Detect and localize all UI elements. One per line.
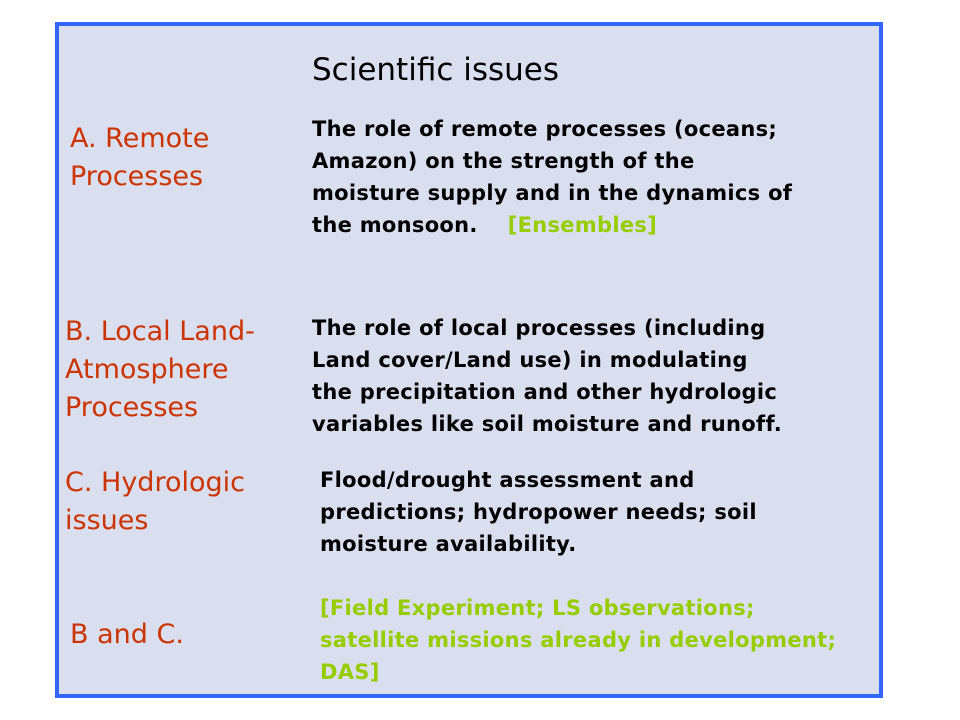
text-line: the precipitation and other hydrologic [312, 380, 778, 404]
section-c-label: C. Hydrologic issues [65, 464, 245, 540]
label-line: Atmosphere [65, 354, 229, 385]
section-b-label: B. Local Land- Atmosphere Processes [65, 313, 255, 427]
text-line: Amazon) on the strength of the [312, 149, 695, 173]
text-line: satellite missions already in developmen… [320, 628, 837, 652]
text-line: moisture availability. [320, 532, 577, 556]
text-line: the monsoon. [312, 213, 478, 237]
text-line: predictions; hydropower needs; soil [320, 500, 757, 524]
label-line: C. Hydrologic [65, 467, 245, 498]
text-line: DAS] [320, 660, 380, 684]
label-line: Processes [65, 392, 199, 423]
text-line: moisture supply and in the dynamics of [312, 181, 793, 205]
label-line: B. Local Land- [65, 316, 255, 347]
section-b-text: The role of local processes (including L… [312, 312, 782, 440]
label-line: issues [65, 505, 149, 536]
label-line: Processes [70, 161, 204, 192]
slide-title: Scientific issues [312, 52, 560, 88]
ensembles-note: [Ensembles] [507, 213, 658, 237]
slide-panel [55, 22, 883, 698]
section-a-text: The role of remote processes (oceans; Am… [312, 113, 792, 241]
text-line: Land cover/Land use) in modulating [312, 348, 748, 372]
section-bc-text: [Field Experiment; LS observations; sate… [320, 592, 836, 688]
text-line: [Field Experiment; LS observations; [320, 596, 755, 620]
section-a-label: A. Remote Processes [70, 120, 209, 196]
section-c-text: Flood/drought assessment and predictions… [320, 464, 757, 560]
label-line: A. Remote [70, 123, 210, 154]
text-line: Flood/drought assessment and [320, 468, 695, 492]
text-line: The role of remote processes (oceans; [312, 117, 778, 141]
section-bc-label: B and C. [70, 616, 184, 654]
text-line: The role of local processes (including [312, 316, 766, 340]
text-line: variables like soil moisture and runoff. [312, 412, 783, 436]
label-line: B and C. [70, 619, 184, 650]
